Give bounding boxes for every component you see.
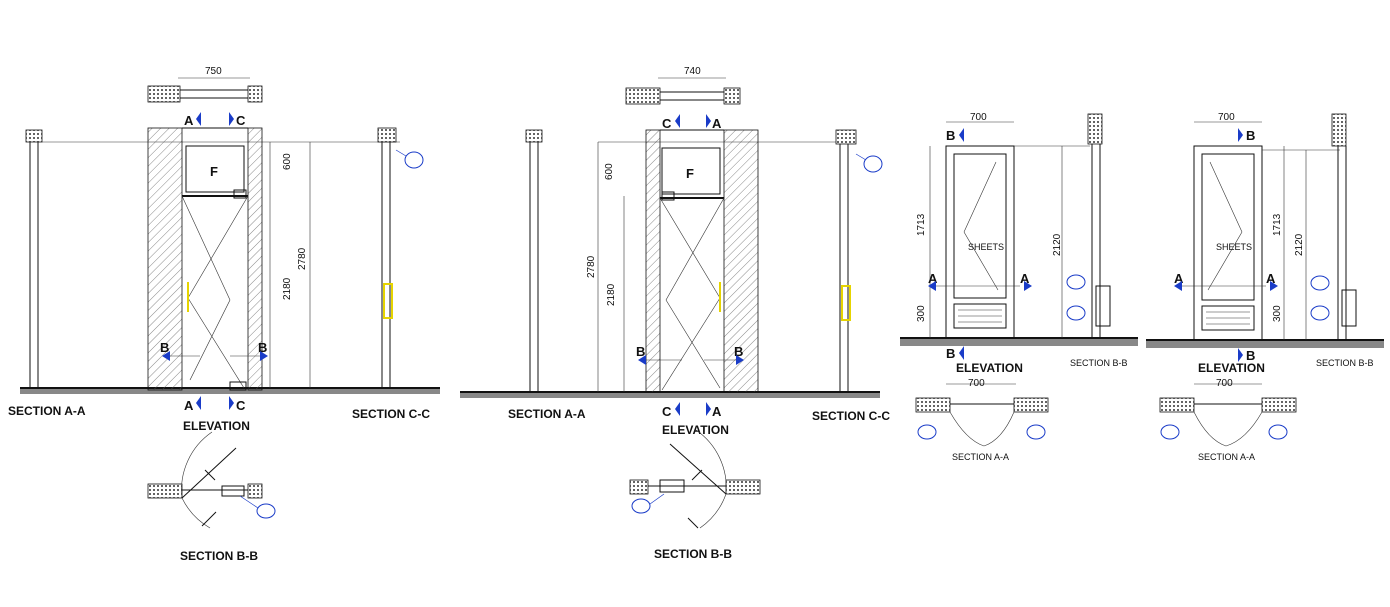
section-cc-view-2: SECTION C-C (812, 129, 890, 423)
panel-letter-1: F (210, 164, 218, 179)
section-bb-view-2: SECTION B-B (629, 429, 761, 561)
section-bb-label-4: SECTION B-B (1316, 358, 1374, 368)
mid-dim-1: 2180 (282, 277, 293, 300)
section-bb-view-4: SECTION B-B (1310, 113, 1374, 368)
section-marker-a-left-4: A (1174, 271, 1184, 286)
section-aa-label-1: SECTION A-A (8, 404, 86, 418)
width-dim-3: 700 (970, 112, 987, 123)
top-plan-2: 740 (625, 66, 741, 105)
section-marker-b-right-2: B (734, 344, 743, 359)
section-marker-a-left-3: A (928, 271, 938, 286)
section-marker-a-right-4: A (1266, 271, 1276, 286)
section-marker-b-top-3: B (946, 128, 955, 143)
section-marker-b-bottom-3: B (946, 346, 955, 361)
section-marker-b-top-4: B (1246, 128, 1255, 143)
panel-letter-2: F (686, 166, 694, 181)
section-marker-a-top-2: A (712, 116, 722, 131)
elevation-1: F 600 2180 2780 A C B B (147, 112, 311, 433)
section-aa-view-3: 700 SECTION A-A (915, 378, 1049, 462)
door-detail-1: 750 SECTION A-A F (8, 66, 440, 563)
plan-width-dim-4: 700 (1216, 378, 1233, 389)
total-dim-3: 2120 (1052, 233, 1063, 256)
section-aa-view-1: SECTION A-A (8, 129, 400, 418)
total-dim-4: 2120 (1294, 233, 1305, 256)
width-dim-2: 740 (684, 66, 701, 77)
elevation-label-3: ELEVATION (956, 361, 1023, 375)
total-dim-1: 2780 (297, 247, 308, 270)
door-detail-2: 740 SECTION A-A F 600 21 (460, 66, 890, 561)
elevation-4: SHEETS 700 1713 300 2120 B A A B ELEVATI… (1174, 112, 1340, 375)
door-detail-4: SHEETS 700 1713 300 2120 B A A B ELEVATI… (1146, 112, 1384, 462)
section-cc-label-1: SECTION C-C (352, 407, 430, 421)
section-marker-c-top-1: C (236, 113, 246, 128)
section-marker-a-right-3: A (1020, 271, 1030, 286)
elevation-label-4: ELEVATION (1198, 361, 1265, 375)
section-marker-b-left-1: B (160, 340, 169, 355)
section-marker-a-top-1: A (184, 113, 194, 128)
elevation-label-2: ELEVATION (662, 423, 729, 437)
section-marker-c-bottom-2: C (662, 404, 672, 419)
sheets-label-4: SHEETS (1216, 242, 1252, 252)
section-bb-label-1: SECTION B-B (180, 549, 258, 563)
sheets-label-3: SHEETS (968, 242, 1004, 252)
top-dim-1: 600 (282, 153, 293, 170)
height-dim-3: 1713 (916, 213, 927, 236)
section-marker-c-top-2: C (662, 116, 672, 131)
section-bb-label-2: SECTION B-B (654, 547, 732, 561)
bottom-dim-4: 300 (1272, 305, 1283, 322)
section-marker-a-bottom-2: A (712, 404, 722, 419)
section-cc-label-2: SECTION C-C (812, 409, 890, 423)
total-dim-2: 2780 (586, 255, 597, 278)
section-aa-label-2: SECTION A-A (508, 407, 586, 421)
height-dim-4: 1713 (1272, 213, 1283, 236)
section-aa-view-2: SECTION A-A (508, 129, 586, 421)
section-marker-a-bottom-1: A (184, 398, 194, 413)
plan-width-dim-3: 700 (968, 378, 985, 389)
elevation-label-1: ELEVATION (183, 419, 250, 433)
section-bb-label-3: SECTION B-B (1070, 358, 1128, 368)
top-dim-2: 600 (604, 163, 615, 180)
top-plan-1: 750 (147, 66, 263, 103)
bottom-dim-3: 300 (916, 305, 927, 322)
section-marker-b-right-1: B (258, 340, 267, 355)
elevation-3: SHEETS 700 1713 300 2120 B A A B ELEVATI… (916, 112, 1090, 375)
section-bb-view-1: SECTION B-B (147, 431, 276, 563)
section-cc-view-1: SECTION C-C (352, 127, 430, 421)
elevation-2: F 600 2180 2780 C A B B C A (586, 114, 848, 437)
width-dim-4: 700 (1218, 112, 1235, 123)
section-marker-b-bottom-4: B (1246, 348, 1255, 363)
section-marker-c-bottom-1: C (236, 398, 246, 413)
section-aa-view-4: 700 SECTION A-A (1159, 378, 1297, 462)
section-bb-view-3: SECTION B-B (1066, 113, 1128, 368)
mid-dim-2: 2180 (606, 283, 617, 306)
width-dim-1: 750 (205, 66, 222, 77)
door-detail-3: SHEETS 700 1713 300 2120 B A A B ELEVATI… (900, 112, 1138, 462)
section-aa-label-3: SECTION A-A (952, 452, 1009, 462)
section-aa-label-4: SECTION A-A (1198, 452, 1255, 462)
section-marker-b-left-2: B (636, 344, 645, 359)
